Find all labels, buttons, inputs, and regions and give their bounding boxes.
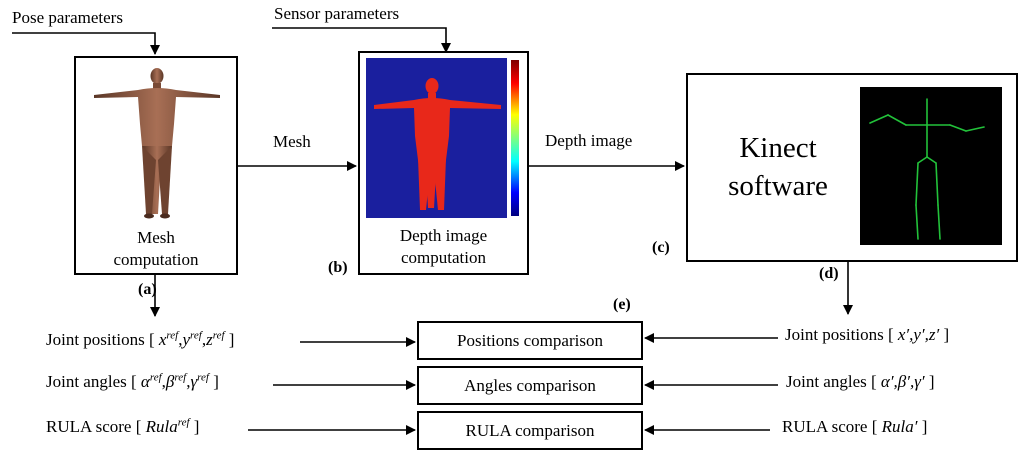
mesh-box-line2: computation [113, 250, 199, 269]
left-angles-alpha-sup: ref [149, 371, 162, 384]
pose-input-arrow [12, 32, 160, 55]
right-joint-angles: Joint angles [ α′,β′,γ′ ] [786, 372, 935, 392]
right-angles-prefix: Joint angles [ [786, 372, 877, 391]
left-positions-z: z [206, 330, 213, 349]
kinect-box-line1: Kinect [739, 132, 817, 164]
left-angles-beta: β [165, 372, 175, 391]
left-positions-x: x [158, 330, 167, 349]
human-mesh-figure-icon [94, 68, 220, 219]
right-angles-suffix: ] [928, 372, 935, 391]
kinect-skeleton-icon [869, 98, 985, 240]
right-rula-value: Rula′ [881, 417, 918, 436]
mesh-computation-text: Mesh computation [76, 227, 236, 271]
left-angles-suffix: ] [213, 372, 219, 391]
positions-comparison-box: Positions comparison [417, 321, 643, 360]
label-a: (a) [138, 281, 157, 298]
left-rula-prefix: RULA score [ [46, 417, 142, 436]
right-positions-prefix: Joint positions [ [785, 325, 894, 344]
left-positions-y-sup: ref [190, 329, 202, 342]
label-c: (c) [652, 239, 670, 256]
rula-comparison-text: RULA comparison [465, 420, 595, 440]
left-positions-z-sup: ref [212, 329, 225, 342]
right-joint-positions: Joint positions [ x′,y′,z′ ] [785, 325, 949, 345]
depth-box-line2: computation [401, 248, 486, 267]
sensor-parameters-label: Sensor parameters [274, 4, 400, 23]
angles-comparison-text: Angles comparison [464, 375, 596, 395]
left-rula-score: RULA score [ Rularef ] [46, 417, 199, 437]
mesh-arrow-label: Mesh [273, 132, 311, 151]
left-angles-gamma: γ [190, 372, 198, 391]
left-rula-value: Rula [145, 417, 178, 436]
kinect-skeleton-panel [860, 87, 1002, 245]
mesh-box-line1: Mesh [137, 228, 175, 247]
left-angles-beta-sup: ref [174, 371, 187, 384]
rula-comparison-box: RULA comparison [417, 411, 643, 450]
depth-colorbar-icon [511, 60, 519, 216]
kinect-software-box: Kinect software [686, 73, 1018, 262]
label-b: (b) [328, 259, 348, 276]
left-angles-gamma-sup: ref [197, 371, 209, 384]
depth-body-silhouette-icon [374, 78, 501, 210]
left-positions-prefix: Joint positions [ [46, 330, 155, 349]
right-positions-values: x′,y′,z′ [897, 325, 940, 344]
left-rula-suffix: ] [193, 417, 200, 436]
right-positions-suffix: ] [943, 325, 950, 344]
left-joint-angles: Joint angles [ αref,βref,γref ] [46, 371, 219, 391]
left-angles-prefix: Joint angles [ [46, 372, 137, 391]
left-positions-x-sup: ref [166, 329, 179, 342]
sensor-input-arrow [272, 27, 451, 53]
depth-computation-text: Depth image computation [360, 225, 527, 269]
depth-image-arrow-label: Depth image [545, 131, 633, 150]
mesh-computation-box: Mesh computation [74, 56, 238, 275]
left-joint-positions: Joint positions [ xref,yref,zref ] [46, 329, 235, 349]
right-rula-score: RULA score [ Rula′ ] [782, 417, 927, 437]
right-rula-prefix: RULA score [ [782, 417, 878, 436]
depth-box-line1: Depth image [399, 226, 488, 245]
kinect-software-text: Kinect software [698, 129, 858, 205]
label-e: (e) [613, 296, 631, 313]
positions-comparison-text: Positions comparison [457, 330, 603, 350]
right-angles-values: α′,β′,γ′ [880, 372, 925, 391]
left-positions-y: y [182, 330, 191, 349]
depth-image-view [366, 58, 519, 218]
depth-image-computation-box: Depth image computation [358, 51, 529, 275]
angles-comparison-box: Angles comparison [417, 366, 643, 405]
right-rula-suffix: ] [921, 417, 928, 436]
left-angles-alpha: α [140, 372, 150, 391]
left-positions-suffix: ] [228, 330, 235, 349]
kinect-box-line2: software [728, 170, 828, 202]
pose-parameters-label: Pose parameters [12, 8, 123, 27]
label-d: (d) [819, 265, 839, 282]
left-rula-sup: ref [177, 416, 190, 429]
